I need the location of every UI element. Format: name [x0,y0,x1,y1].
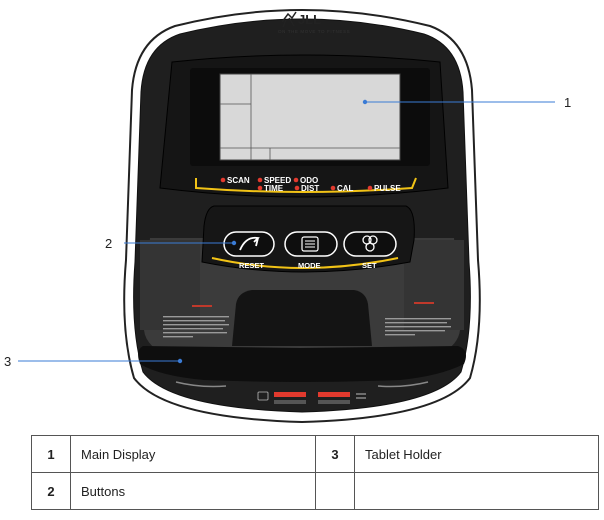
callout-1-dot [362,99,368,105]
indicator-speed-label: SPEED [264,176,291,185]
callout-3-label: 3 [4,354,11,369]
runner-logo-icon [281,11,297,28]
legend-text: Main Display [70,435,316,473]
callout-3-dot [177,358,183,364]
reset-button-face[interactable] [223,231,275,257]
legend-number: 1 [31,435,71,473]
list-icon [301,236,319,252]
reset-button[interactable]: RESET [223,231,275,270]
mode-button[interactable]: MODE [284,231,338,270]
runner-arrow-icon [239,236,260,251]
led-scan [220,177,226,183]
tablet-holder-highlight-right [377,381,429,388]
gear-circles-icon [362,235,378,252]
lcd-screen [219,73,401,161]
legend-number: 3 [315,435,355,473]
brand-tagline: ON THE MOVE TO FITNESS [278,29,350,34]
tablet-holder-stem [232,290,372,346]
left-warning-mark [192,305,212,307]
legend-row: 1 Main Display 3 Tablet Holder [31,435,599,473]
led-speed [257,177,263,183]
callout-3: 3 [4,354,183,369]
legend-text: Tablet Holder [354,435,599,473]
indicator-odo-label: ODO [300,176,318,185]
callout-1: 1 [362,95,571,110]
callout-1-label: 1 [564,95,571,110]
reset-button-label: RESET [239,261,264,270]
set-button-label: SET [362,261,377,270]
callout-2-label: 2 [105,236,112,251]
legend-text [354,472,599,510]
set-button[interactable]: SET [343,231,397,270]
legend-number: 2 [31,472,71,510]
button-accent-line [211,257,399,269]
left-side-zone [140,240,200,330]
led-cal [330,185,336,191]
brand-logo-text: JLL [298,12,321,27]
main-display [190,68,430,166]
right-fine-print [385,318,451,336]
indicator-scan-label: SCAN [227,176,250,185]
legend-table: 1 Main Display 3 Tablet Holder 2 Buttons [31,435,599,510]
mode-button-label: MODE [298,261,321,270]
indicator-accent-line [195,177,417,193]
indicator-time-label: TIME [264,184,284,193]
callout-2: 2 [105,236,237,251]
led-dist [294,185,300,191]
legend-text: Buttons [70,472,316,510]
callout-2-dot [231,240,237,246]
right-warning-mark [414,302,434,304]
right-side-zone [404,240,464,330]
brand-logo: JLL ON THE MOVE TO FITNESS [278,11,350,34]
indicator-pulse-label: PULSE [374,184,401,193]
led-odo [293,177,299,183]
indicator-dist-label: DIST [301,184,319,193]
led-pulse [367,185,373,191]
tablet-holder-highlight-left [175,381,227,388]
tablet-holder [138,346,467,382]
indicator-cal-label: CAL [337,184,354,193]
left-fine-print [163,316,229,338]
legend-row: 2 Buttons [31,472,599,510]
led-time [257,185,263,191]
indicator-row: SCAN SPEED ODO TIME DIST CAL PULSE [220,176,401,193]
bottom-led-strip [257,391,366,404]
legend-number [315,472,355,510]
set-button-face[interactable] [343,231,397,257]
console-diagram: JLL ON THE MOVE TO FITNESS SCAN SPEED OD… [4,9,571,424]
